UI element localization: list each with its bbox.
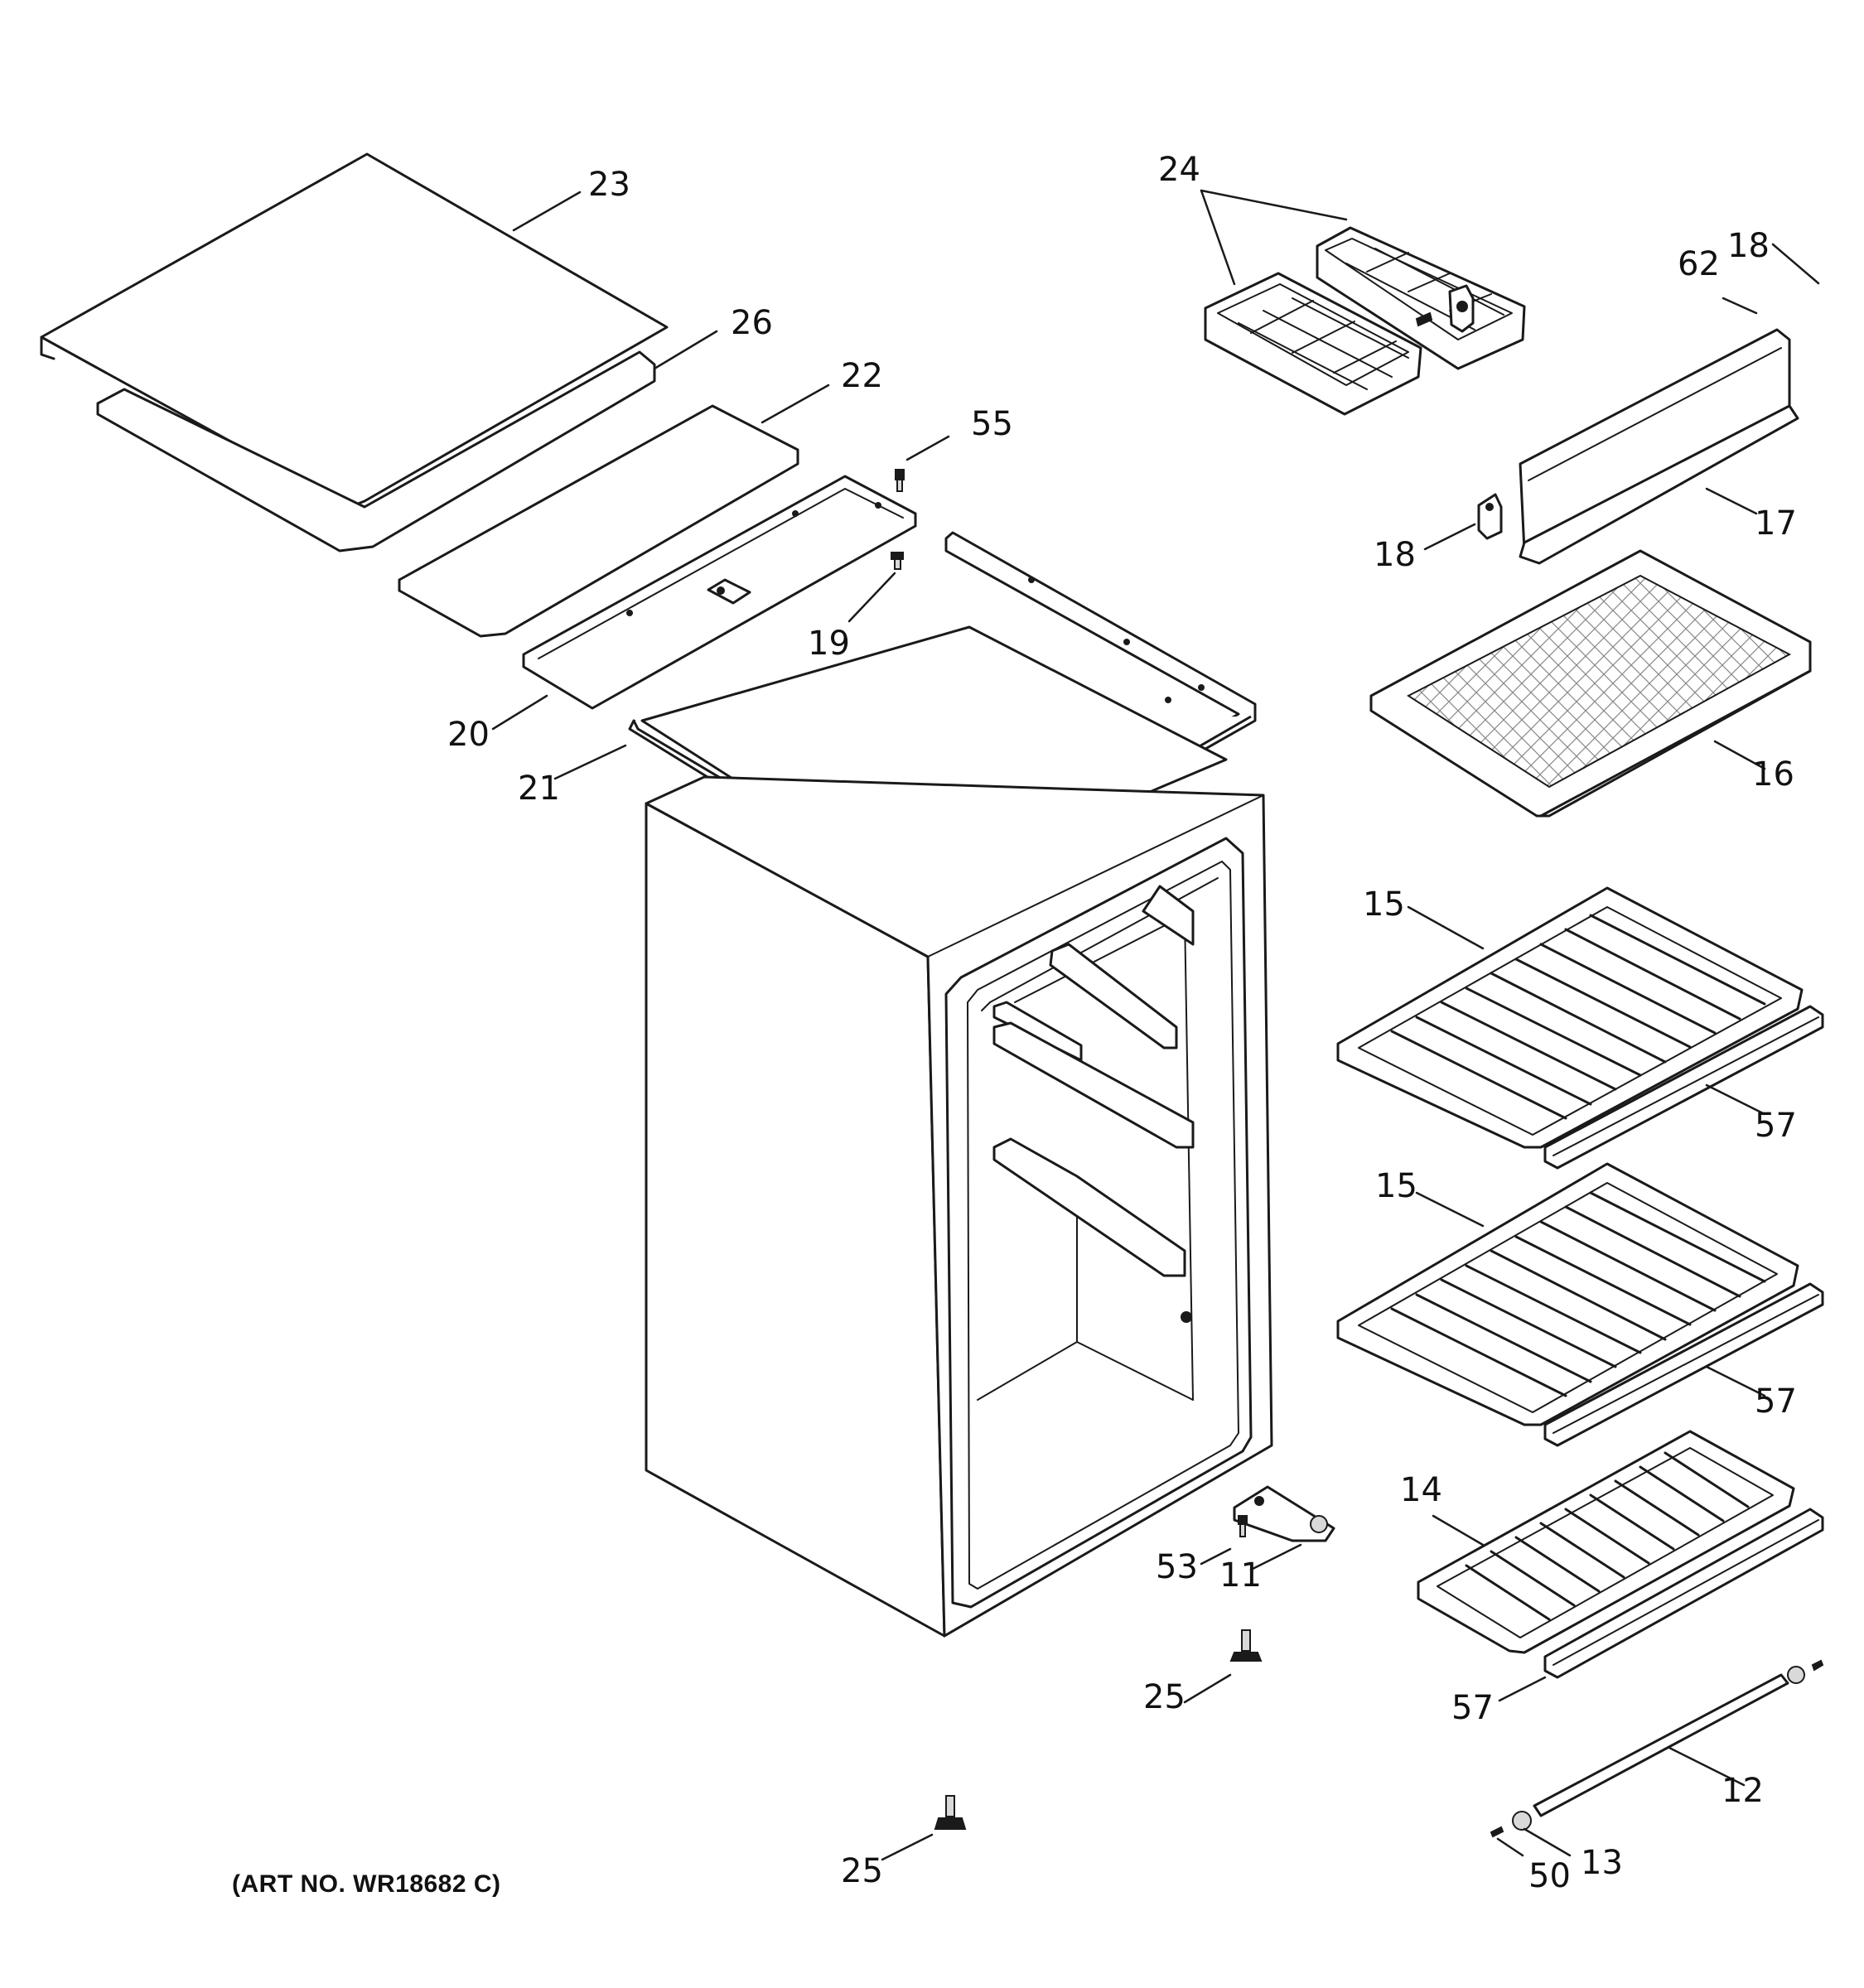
- callout-25-lower: 25: [841, 1852, 883, 1890]
- callout-19: 19: [808, 625, 850, 663]
- part-20-bracket-frame: [522, 475, 917, 710]
- part-11-hinge: [1233, 1485, 1335, 1542]
- callout-24: 24: [1158, 151, 1200, 189]
- callout-57-middle: 57: [1755, 1382, 1797, 1421]
- callout-15-upper: 15: [1363, 885, 1405, 924]
- part-18-clip-mid: [1477, 493, 1503, 540]
- callout-25-upper: 25: [1143, 1678, 1186, 1716]
- callout-55: 55: [971, 405, 1013, 443]
- callout-20: 20: [447, 716, 490, 754]
- callout-12: 12: [1722, 1772, 1764, 1810]
- callout-labels: 23 26 22 55 19 20 21 24 62 18 18 17 16 1…: [447, 151, 1797, 1895]
- cabinet: [640, 625, 1273, 1638]
- part-23-top-panel: [40, 152, 669, 509]
- part-50-pin: [1490, 1826, 1504, 1838]
- leader-lines: [491, 189, 1820, 1861]
- callout-26: 26: [731, 304, 773, 342]
- part-57-shelf-trim-3: [1543, 1508, 1824, 1679]
- part-19-plug: [891, 552, 904, 570]
- art-number-label: (ART NO. WR18682 C): [232, 1870, 501, 1898]
- callout-14: 14: [1400, 1471, 1442, 1509]
- callout-23: 23: [588, 166, 630, 204]
- part-22-cover-panel: [398, 404, 799, 638]
- callout-21: 21: [518, 770, 560, 808]
- part-25-leveling-leg-1: [1229, 1629, 1263, 1662]
- part-24-ice-trays: [1204, 226, 1526, 416]
- callout-18-top: 18: [1727, 227, 1770, 265]
- part-15-wire-shelf-lower: [1336, 1162, 1799, 1426]
- part-55-screw: [895, 469, 905, 492]
- part-57-shelf-trim-1: [1543, 1005, 1824, 1170]
- callout-62: 62: [1678, 245, 1720, 283]
- part-26-insulation-panel: [96, 350, 656, 552]
- part-16-drip-tray: [1369, 549, 1812, 818]
- part-25-leveling-leg-2: [934, 1795, 967, 1830]
- callout-53: 53: [1156, 1548, 1198, 1586]
- part-17-door-rail: [1519, 328, 1799, 565]
- part-53-screw: [1238, 1515, 1248, 1537]
- callout-57-upper: 57: [1755, 1107, 1797, 1145]
- part-13-roller: [1512, 1811, 1532, 1831]
- part-12-rod: [1533, 1659, 1824, 1817]
- part-15-wire-shelf-upper: [1336, 886, 1804, 1149]
- callout-13: 13: [1581, 1844, 1623, 1882]
- callout-22: 22: [841, 357, 883, 395]
- part-62-screw: [1415, 311, 1433, 327]
- callout-50: 50: [1528, 1857, 1571, 1895]
- part-57-shelf-trim-2: [1543, 1282, 1824, 1447]
- callout-16: 16: [1752, 755, 1794, 794]
- part-18-clip-top: [1448, 284, 1475, 333]
- callout-11: 11: [1219, 1556, 1262, 1595]
- callout-57-lower: 57: [1451, 1689, 1494, 1727]
- callout-18-mid: 18: [1374, 536, 1416, 574]
- part-14-wire-shelf-small: [1417, 1430, 1795, 1654]
- callout-17: 17: [1755, 504, 1797, 543]
- callout-15-lower: 15: [1375, 1167, 1417, 1205]
